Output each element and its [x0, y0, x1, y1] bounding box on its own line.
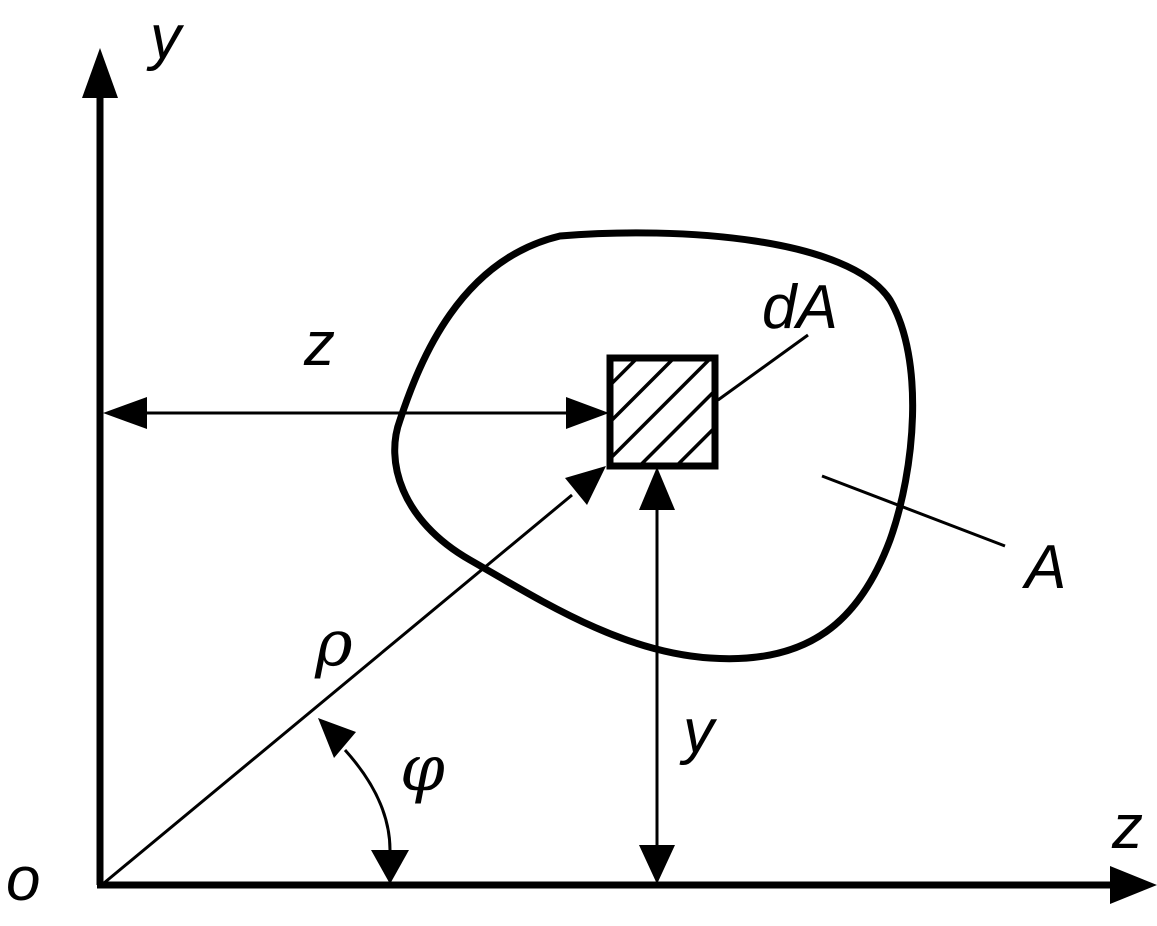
radius-label: ρ — [314, 607, 353, 681]
y-distance-label: y — [679, 697, 718, 766]
z-distance-label: z — [303, 310, 335, 379]
radius-line — [103, 493, 573, 885]
angle-arc — [343, 748, 392, 851]
radius-arrowhead — [565, 466, 606, 505]
angle-arrow-up — [318, 718, 356, 758]
y-dimension-arrow-down — [639, 845, 675, 884]
area-label: A — [1021, 533, 1066, 602]
y-axis-arrowhead — [82, 48, 118, 98]
z-dimension-arrow-right — [566, 397, 609, 429]
z-dimension-arrow-left — [103, 397, 147, 429]
z-axis-arrowhead — [1110, 866, 1157, 904]
da-leader-line — [717, 333, 809, 402]
y-dimension-arrow-up — [639, 467, 675, 510]
z-axis-label: z — [1111, 793, 1143, 862]
a-leader-line — [821, 474, 1006, 548]
angle-arrow-down — [371, 850, 409, 884]
area-element-hatch — [610, 358, 715, 466]
y-axis-label: y — [146, 3, 185, 72]
area-element-box — [606, 354, 719, 470]
area-outline — [391, 229, 917, 663]
origin-label: o — [6, 845, 40, 914]
angle-label: φ — [400, 732, 445, 806]
area-element-label: dA — [762, 273, 838, 342]
